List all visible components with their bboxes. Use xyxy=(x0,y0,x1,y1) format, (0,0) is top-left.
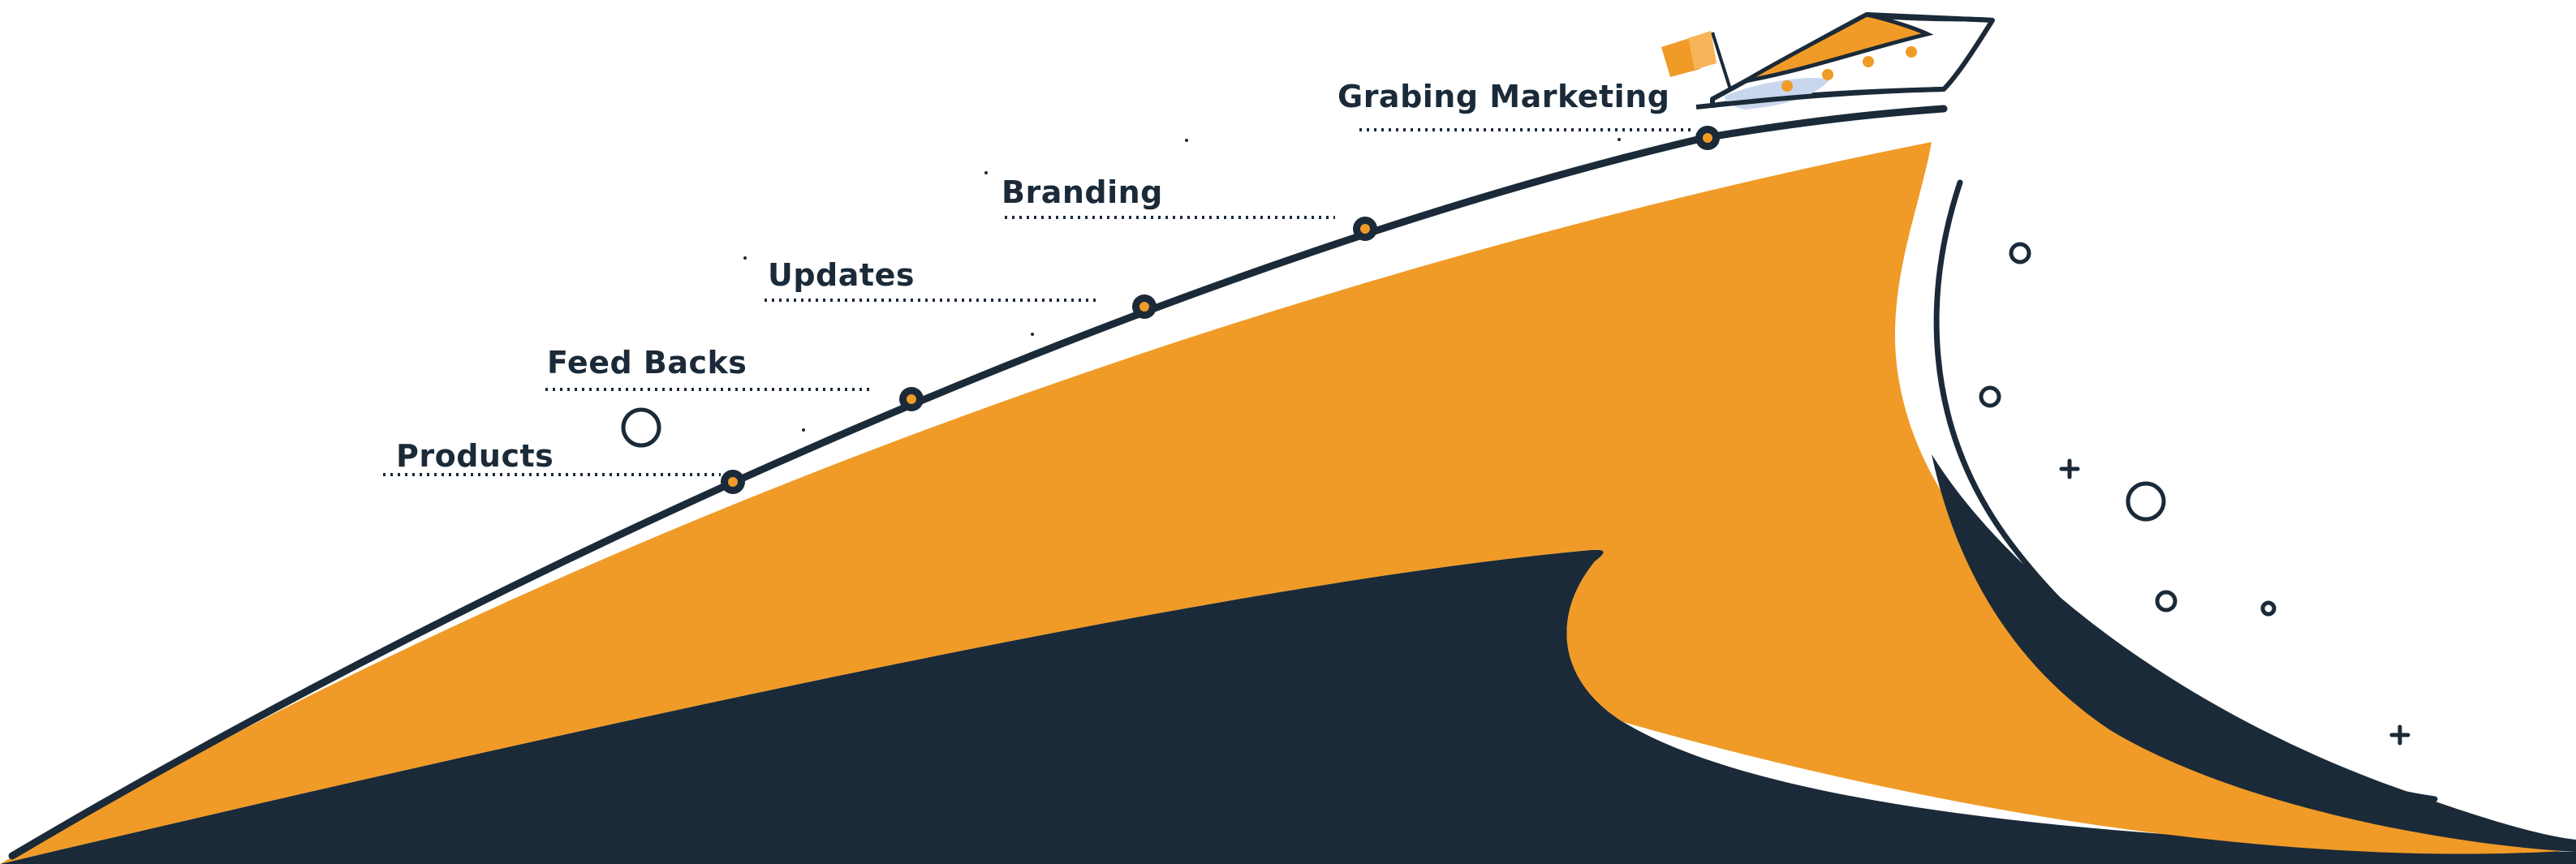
growth-path-line xyxy=(8,105,1948,860)
milestone-label-feedbacks: Feed Backs xyxy=(547,345,747,380)
milestone-label-marketing: Grabing Marketing xyxy=(1338,79,1669,114)
plus-sparkle-icon xyxy=(2389,724,2410,746)
bubble-icon xyxy=(2009,242,2031,264)
leader-lines xyxy=(383,128,1692,476)
navy-base-wave xyxy=(0,549,2576,864)
speck-dot xyxy=(1031,333,1034,336)
milestone-dot-icon xyxy=(1353,217,1377,241)
milestone-label-branding: Branding xyxy=(1002,174,1163,210)
navy-crest-band xyxy=(1932,454,2576,852)
speck-dot xyxy=(743,256,747,260)
bubble-icon xyxy=(2126,481,2166,522)
speck-dot xyxy=(1618,138,1621,141)
bubble-icon xyxy=(2260,600,2277,617)
speck-dot xyxy=(1185,139,1188,142)
plus-sparkle-icon xyxy=(2059,458,2080,479)
milestone-label-updates: Updates xyxy=(768,257,915,293)
milestone-dot-icon xyxy=(721,470,745,494)
milestone-dot-icon xyxy=(899,387,924,411)
orange-wave xyxy=(0,142,2576,864)
bubble-icon xyxy=(1979,385,2001,408)
milestone-dot-icon xyxy=(1132,294,1157,319)
wave-outline-arc xyxy=(1933,179,2438,802)
milestone-labels: Products Feed Backs Updates Branding Gra… xyxy=(396,79,1669,474)
bubble-icon xyxy=(621,407,661,448)
sparkles xyxy=(2059,458,2410,746)
flag-icon xyxy=(1661,31,1732,90)
milestone-label-products: Products xyxy=(396,438,554,474)
boat-icon xyxy=(1695,12,1995,110)
specks xyxy=(743,138,1621,432)
milestone-dot-icon xyxy=(1695,126,1720,150)
bubble-icon xyxy=(2155,590,2178,613)
speck-dot xyxy=(984,171,988,174)
speck-dot xyxy=(802,428,805,432)
bubbles xyxy=(621,242,2277,617)
milestone-dots xyxy=(721,126,1720,494)
